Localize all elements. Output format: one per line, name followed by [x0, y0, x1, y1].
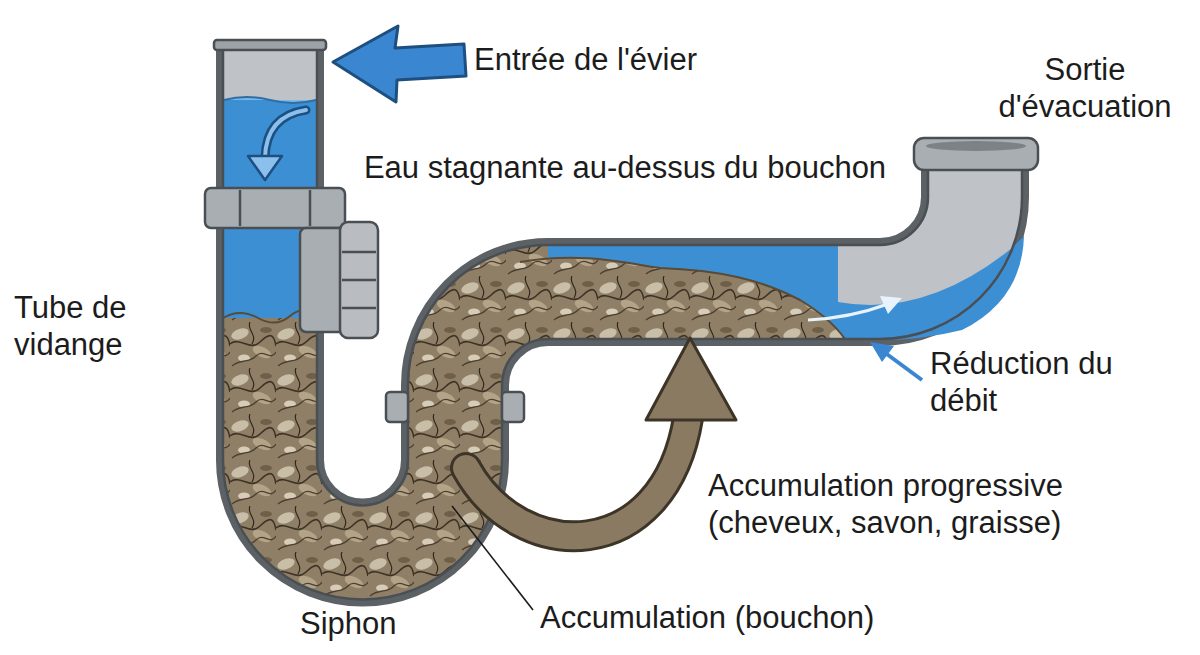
inlet-arrow-part	[265, 110, 306, 158]
accumulation-note: Accumulation progressive (cheveux, savon…	[708, 468, 1153, 541]
flow-arrow-part	[808, 304, 888, 320]
water-part	[838, 236, 1024, 340]
flow-arrow	[808, 296, 902, 320]
fittings-part	[309, 190, 312, 226]
fittings-part	[214, 40, 326, 50]
leader-line-part	[452, 506, 533, 610]
inlet-label: Entrée de l'évier	[474, 42, 697, 79]
fittings-part	[342, 279, 376, 282]
water-label: Eau stagnante au-dessus du bouchon	[360, 150, 890, 187]
accumulation-arrow	[466, 338, 736, 536]
fittings-part	[914, 138, 1038, 170]
fittings-part	[386, 392, 408, 422]
reduction-arrow	[870, 342, 922, 380]
fittings-part	[342, 307, 376, 310]
fittings	[205, 40, 1038, 422]
trap-label: Siphon	[300, 606, 397, 643]
pipe-outline-part	[317, 47, 928, 506]
flow-arrow-part	[880, 296, 902, 314]
fittings-part	[239, 190, 242, 226]
fittings-part	[342, 251, 376, 254]
flow-reduction-label: Réduction du débit	[930, 346, 1135, 419]
leader-line	[452, 506, 533, 610]
water-part	[224, 97, 316, 103]
inlet-arrow-part	[333, 26, 466, 102]
clog-part	[520, 258, 845, 339]
inlet-arrow-part	[265, 110, 306, 158]
reduction-arrow-part	[884, 352, 922, 380]
fittings-part	[502, 392, 524, 422]
drain-tube-label: Tube de vidange	[14, 290, 154, 363]
fittings-part	[926, 141, 1026, 151]
inlet-arrow-part	[248, 156, 282, 180]
reduction-arrow-part	[870, 342, 894, 362]
fittings-part	[340, 222, 378, 338]
accumulation-arrow-part	[466, 418, 688, 536]
clog-label: Accumulation (bouchon)	[540, 600, 874, 637]
outlet-label: Sortie d'évacuation	[985, 52, 1185, 125]
fittings-part	[205, 188, 345, 228]
accumulation-arrow-part	[466, 418, 688, 536]
accumulation-arrow-part	[646, 338, 736, 420]
clog-part	[520, 258, 845, 339]
